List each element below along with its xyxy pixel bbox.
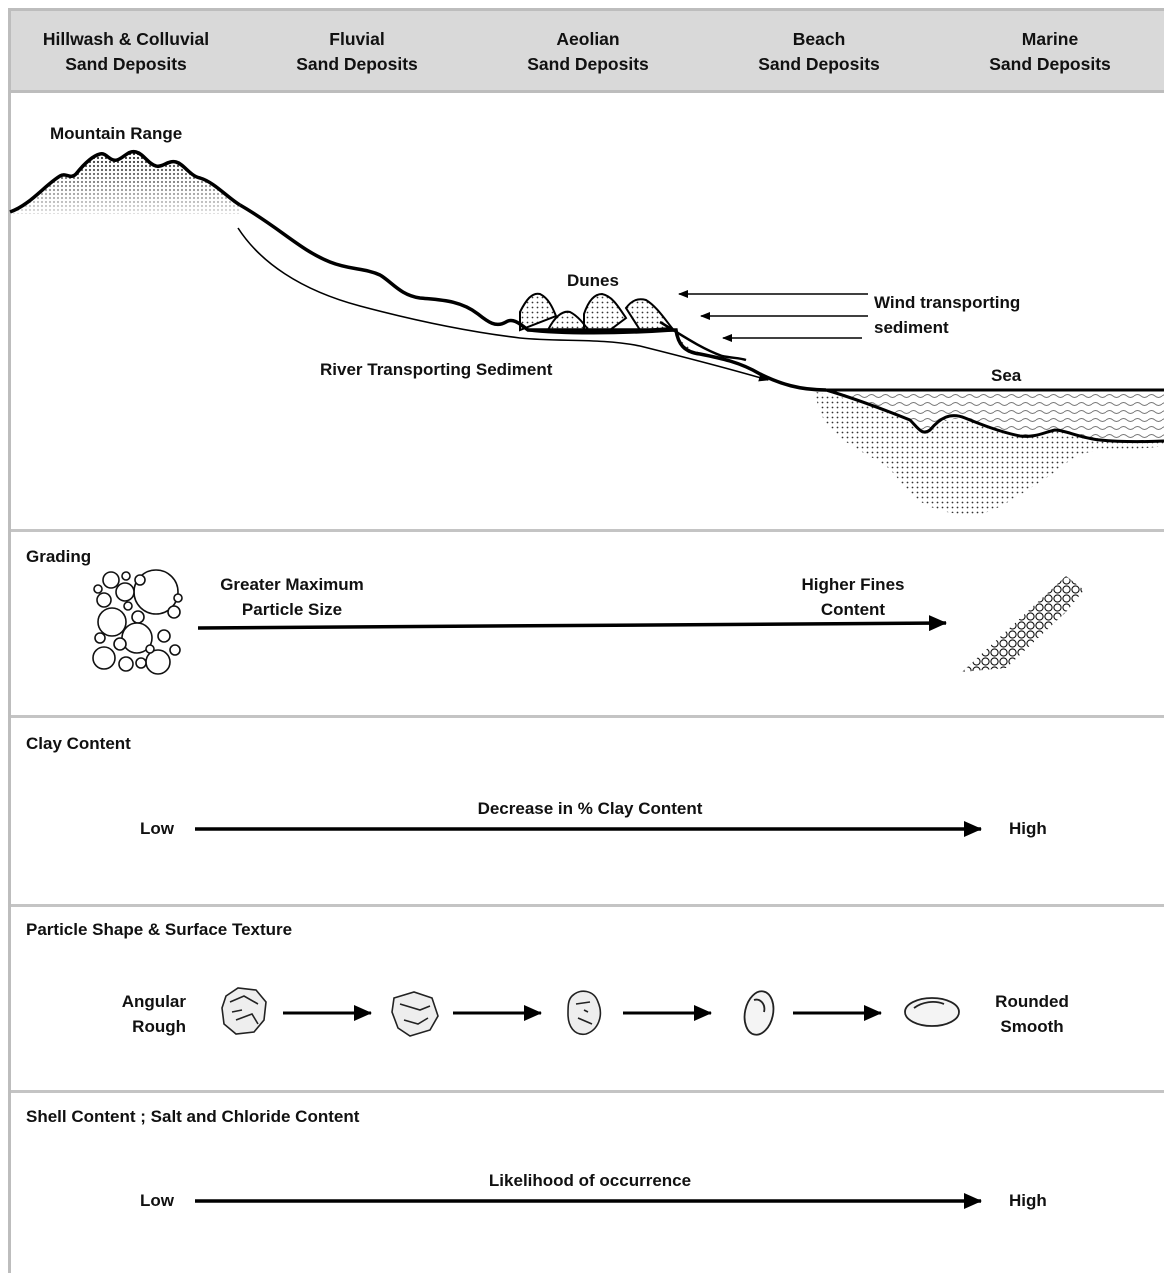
shell-title: Shell Content ; Salt and Chloride Conten…: [26, 1107, 360, 1126]
section-divider: [11, 1090, 1164, 1093]
wind-label: Wind transporting sediment: [874, 293, 1021, 337]
mountain-range-label: Mountain Range: [50, 124, 183, 143]
river-label: River Transporting Sediment: [320, 360, 553, 379]
shell-caption: Likelihood of occurrence: [488, 1171, 692, 1190]
grading-left-label: Greater Maximum Particle Size: [220, 575, 364, 619]
shell-high-label: High: [1009, 1191, 1047, 1210]
column-header-bar: Hillwash & Colluvial Sand Deposits Fluvi…: [11, 11, 1164, 93]
diagram-frame: [8, 8, 1164, 1273]
sea-label: Sea: [991, 366, 1022, 385]
grading-right-label: Higher Fines Content: [801, 575, 905, 619]
column-hillwash: Hillwash & Colluvial Sand Deposits: [42, 29, 210, 74]
grading-title: Grading: [26, 547, 92, 566]
subrounded-particle-icon: [567, 990, 602, 1036]
rounded-particle-icon: [743, 990, 775, 1036]
angular-rough-particle-icon: [221, 987, 267, 1035]
rounded-smooth-label: Rounded Smooth: [995, 992, 1069, 1036]
column-aeolian: Aeolian Sand Deposits: [527, 29, 649, 74]
column-fluvial: Fluvial Sand Deposits: [296, 29, 418, 74]
wind-arrows: [678, 290, 868, 342]
fine-particle-cluster-icon: [962, 576, 1084, 672]
shape-title: Particle Shape & Surface Texture: [26, 920, 293, 939]
column-marine: Marine Sand Deposits: [989, 29, 1111, 74]
shell-low-label: Low: [140, 1191, 174, 1210]
section-divider: [11, 904, 1164, 907]
well-rounded-particle-icon: [904, 997, 960, 1027]
subangular-particle-icon: [391, 991, 439, 1037]
clay-title: Clay Content: [26, 734, 131, 753]
clay-high-label: High: [1009, 819, 1047, 838]
ground-profile: [9, 149, 827, 392]
dunes-label: Dunes: [567, 271, 619, 290]
column-beach: Beach Sand Deposits: [758, 29, 880, 74]
clay-low-label: Low: [140, 819, 174, 838]
section-divider: [11, 529, 1164, 532]
angular-rough-label: Angular Rough: [121, 992, 186, 1036]
section-divider: [11, 715, 1164, 718]
grading-arrow: [197, 615, 947, 632]
mountain-range-shape: [10, 151, 240, 214]
clay-caption: Decrease in % Clay Content: [477, 799, 703, 818]
sea-shape: [816, 388, 1164, 515]
coarse-particle-cluster-icon: [92, 569, 183, 675]
